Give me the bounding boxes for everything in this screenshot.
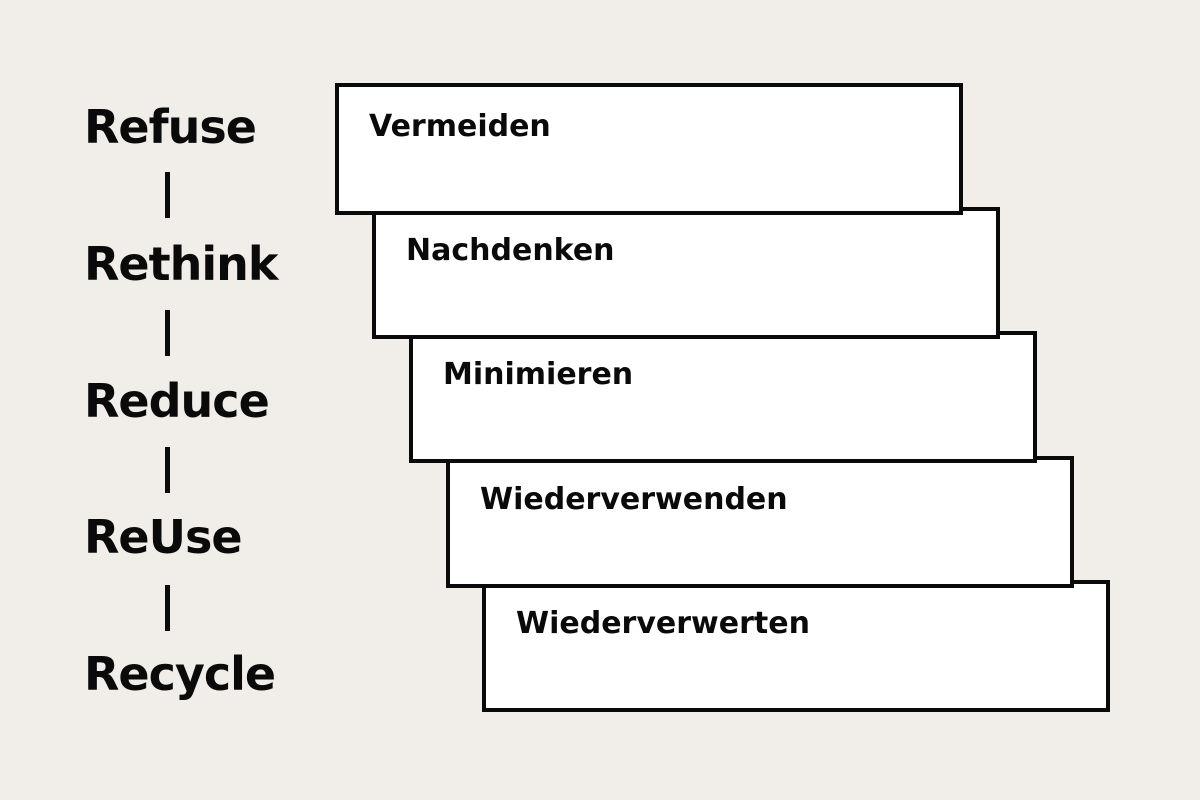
term-reduce: Reduce <box>84 374 270 428</box>
term-recycle: Recycle <box>84 647 276 701</box>
connector-line <box>165 585 170 631</box>
step-label: Minimieren <box>443 357 634 392</box>
connector-line <box>165 310 170 356</box>
term-reuse: ReUse <box>84 510 243 564</box>
step-label: Wiederverwerten <box>516 606 810 641</box>
step-box-vermeiden: Vermeiden <box>335 83 963 215</box>
step-label: Vermeiden <box>369 109 551 144</box>
step-box-nachdenken: Nachdenken <box>372 207 1000 339</box>
step-label: Wiederverwenden <box>480 482 788 517</box>
connector-line <box>165 447 170 493</box>
term-refuse: Refuse <box>84 100 257 154</box>
connector-line <box>165 172 170 218</box>
step-box-wiederverwerten: Wiederverwerten <box>482 580 1110 712</box>
step-box-wiederverwenden: Wiederverwenden <box>446 456 1074 588</box>
term-rethink: Rethink <box>84 237 278 291</box>
step-box-minimieren: Minimieren <box>409 331 1037 463</box>
step-label: Nachdenken <box>406 233 615 268</box>
